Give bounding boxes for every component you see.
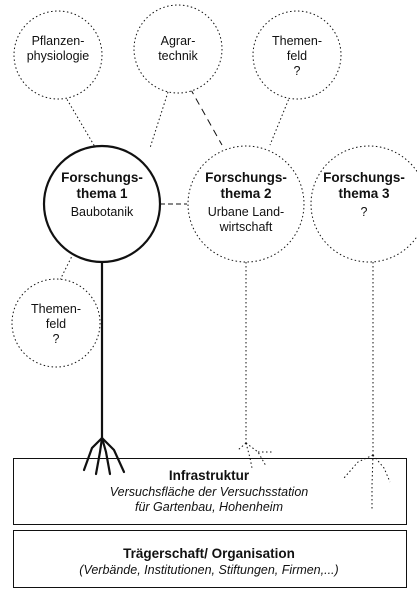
subtitle-forschungsthema-3: ?: [360, 205, 368, 219]
infrastructure-box: [13, 458, 407, 525]
infrastructure-subtitle: Versuchsfläche der Versuchsstation für G…: [109, 485, 309, 514]
circle-forschungsthema-1: [42, 144, 162, 264]
subtitle-forschungsthema-1: Baubotanik: [70, 205, 134, 219]
root-forschungsthema-1: [82, 260, 126, 476]
circle-pflanzenphysiologie: [13, 10, 103, 100]
connector-thema1-themenfeld-left: [59, 249, 76, 281]
connector-themenfeld-thema2: [269, 95, 291, 146]
infrastructure-title: Infrastruktur: [168, 468, 250, 483]
root-forschungsthema-3: [343, 262, 391, 510]
sponsorship-subtitle: (Verbände, Institutionen, Stiftungen, Fi…: [79, 563, 339, 577]
label-themenfeld-left: Themen- feld ?: [30, 302, 82, 346]
title-forschungsthema-1: Forschungs- thema 1: [61, 170, 143, 201]
label-pflanzenphysiologie: Pflanzen- physiologie: [26, 34, 90, 63]
circle-forschungsthema-2: [187, 145, 305, 263]
title-forschungsthema-2: Forschungs- thema 2: [205, 170, 287, 201]
title-forschungsthema-3: Forschungs- thema 3: [323, 170, 405, 201]
sponsorship-box: [13, 530, 407, 588]
connector-agrar-thema1: [149, 91, 169, 149]
circle-themenfeld-top: [252, 10, 342, 100]
subtitle-forschungsthema-2: Urbane Land- wirtschaft: [207, 205, 285, 234]
circle-themenfeld-left: [11, 278, 101, 368]
connector-agrar-thema2: [189, 87, 223, 146]
sponsorship-title: Trägerschaft/ Organisation: [123, 546, 295, 561]
circle-agrartechnik: [133, 4, 223, 94]
label-agrartechnik: Agrar- technik: [158, 34, 198, 63]
label-themenfeld-top: Themen- feld ?: [271, 34, 323, 78]
connector-pflanzen-thema1: [64, 95, 99, 153]
circle-forschungsthema-3: [310, 145, 417, 263]
root-forschungsthema-2: [237, 262, 272, 469]
